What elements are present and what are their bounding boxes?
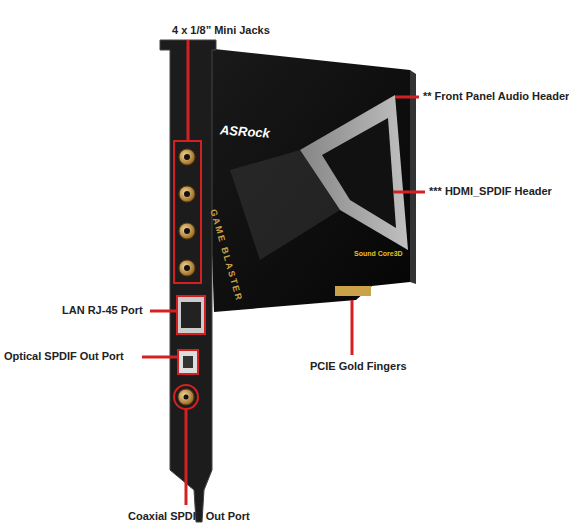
callout-label: PCIE Gold Fingers [310, 360, 407, 372]
mini-jack [179, 186, 195, 202]
mini-jack [179, 149, 195, 165]
optical-port [178, 350, 198, 374]
callout-label: *** HDMI_SPDIF Header [429, 185, 552, 197]
chevron-shade [230, 150, 340, 260]
chevron-design [300, 95, 408, 250]
callout-label: LAN RJ-45 Port [62, 304, 143, 316]
coax-highlight [174, 385, 198, 409]
callout-label: ** Front Panel Audio Header [423, 90, 569, 102]
callout-label: Optical SPDIF Out Port [4, 350, 124, 362]
lan-socket [181, 302, 201, 328]
card-board [205, 48, 410, 312]
mini-jack [179, 260, 195, 276]
pcie-fingers [335, 286, 371, 296]
jack-highlight [174, 141, 201, 283]
metal-bracket [160, 40, 216, 522]
chip-logo: Sound Core3D [354, 250, 403, 257]
card-edge [410, 70, 416, 284]
lan-port [177, 296, 205, 334]
mini-jack [179, 223, 195, 239]
coax-port [178, 389, 194, 405]
callout-label: 4 x 1/8” Mini Jacks [172, 24, 270, 36]
leader-lines [142, 40, 425, 505]
callout-label: Coaxial SPDIF Out Port [128, 510, 250, 522]
